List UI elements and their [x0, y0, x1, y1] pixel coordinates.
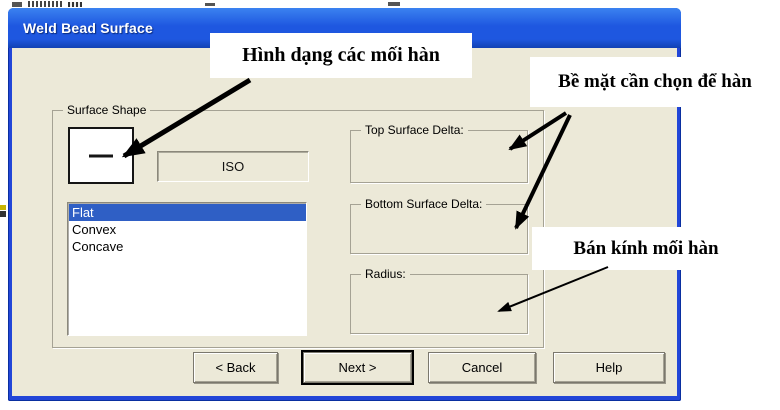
top-surface-delta-group: Top Surface Delta:: [350, 123, 528, 183]
background-window-fragment: [68, 2, 82, 7]
standard-field-value: ISO: [221, 159, 245, 174]
list-item-flat[interactable]: Flat: [69, 204, 306, 221]
list-item-convex[interactable]: Convex: [72, 222, 117, 237]
radius-label: Radius:: [361, 267, 410, 282]
radius-group: Radius:: [350, 267, 528, 334]
flat-dash-icon: [89, 154, 113, 157]
background-window-fragment: [0, 211, 6, 217]
back-button[interactable]: < Back: [193, 352, 278, 383]
top-surface-delta-label: Top Surface Delta:: [361, 123, 468, 138]
surface-shape-group-label: Surface Shape: [63, 103, 151, 118]
window-title: Weld Bead Surface: [23, 20, 153, 36]
cancel-button[interactable]: Cancel: [428, 352, 536, 383]
shape-preview-button[interactable]: [68, 127, 134, 184]
annotation-surface-text: Bề mặt cần chọn để hàn: [558, 71, 752, 92]
bottom-surface-delta-group: Bottom Surface Delta:: [350, 197, 528, 254]
shape-listbox[interactable]: Flat Convex Concave: [67, 202, 307, 336]
annotation-radius-note: Bán kính mối hàn: [532, 227, 760, 270]
annotation-shape-text: Hình dạng các mối hàn: [242, 44, 440, 66]
background-window-fragment: [205, 3, 215, 6]
list-item-concave[interactable]: Concave: [72, 239, 124, 254]
annotation-surface-note: Bề mặt cần chọn để hàn: [530, 57, 780, 107]
background-window-fragment: [12, 2, 22, 7]
annotation-shape-note: Hình dạng các mối hàn: [210, 33, 472, 78]
help-button[interactable]: Help: [553, 352, 665, 383]
background-window-fragment: [388, 2, 400, 6]
next-button[interactable]: Next >: [303, 352, 412, 383]
background-window-fragment: [0, 205, 6, 210]
standard-field[interactable]: ISO: [157, 151, 309, 182]
background-window-fragment: [28, 1, 64, 7]
annotation-radius-text: Bán kính mối hàn: [573, 237, 719, 259]
bottom-surface-delta-label: Bottom Surface Delta:: [361, 197, 487, 212]
